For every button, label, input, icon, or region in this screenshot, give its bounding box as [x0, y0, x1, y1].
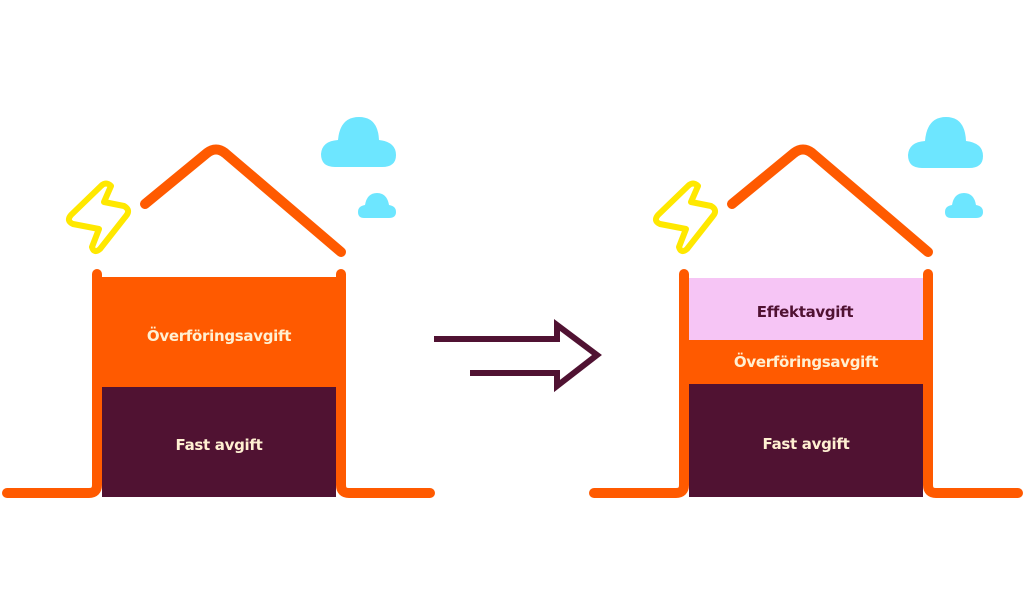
walls-ground-before	[2, 269, 102, 498]
cloud-icon-small	[358, 193, 396, 218]
walls-ground-after	[589, 269, 689, 498]
roof-before	[140, 144, 346, 257]
transition-arrow-icon	[434, 319, 602, 393]
layer-fixed-fee-after	[689, 384, 923, 497]
lightning-icon	[652, 180, 719, 255]
roof-after	[727, 144, 933, 257]
label-fixed-fee-after: Fast avgift	[763, 435, 850, 453]
layer-transfer-fee-before	[97, 277, 341, 387]
label-fixed-fee-before: Fast avgift	[176, 436, 263, 454]
label-power-fee-after: Effektavgift	[757, 303, 854, 321]
cloud-icon	[321, 117, 396, 167]
layer-transfer-fee-after	[684, 340, 928, 384]
house-before: Överföringsavgift Fast avgift	[2, 117, 435, 498]
label-transfer-fee-before: Överföringsavgift	[147, 326, 291, 345]
lightning-icon	[65, 180, 132, 255]
house-after: Effektavgift Överföringsavgift Fast avgi…	[589, 117, 1023, 498]
cloud-icon-small	[945, 193, 983, 218]
walls-ground-after-right	[923, 269, 1023, 498]
cloud-icon	[908, 117, 983, 168]
label-transfer-fee-after: Överföringsavgift	[734, 352, 878, 371]
layer-power-fee-after	[689, 278, 923, 340]
walls-ground-before-right	[336, 269, 435, 498]
layer-fixed-fee-before	[102, 387, 336, 497]
